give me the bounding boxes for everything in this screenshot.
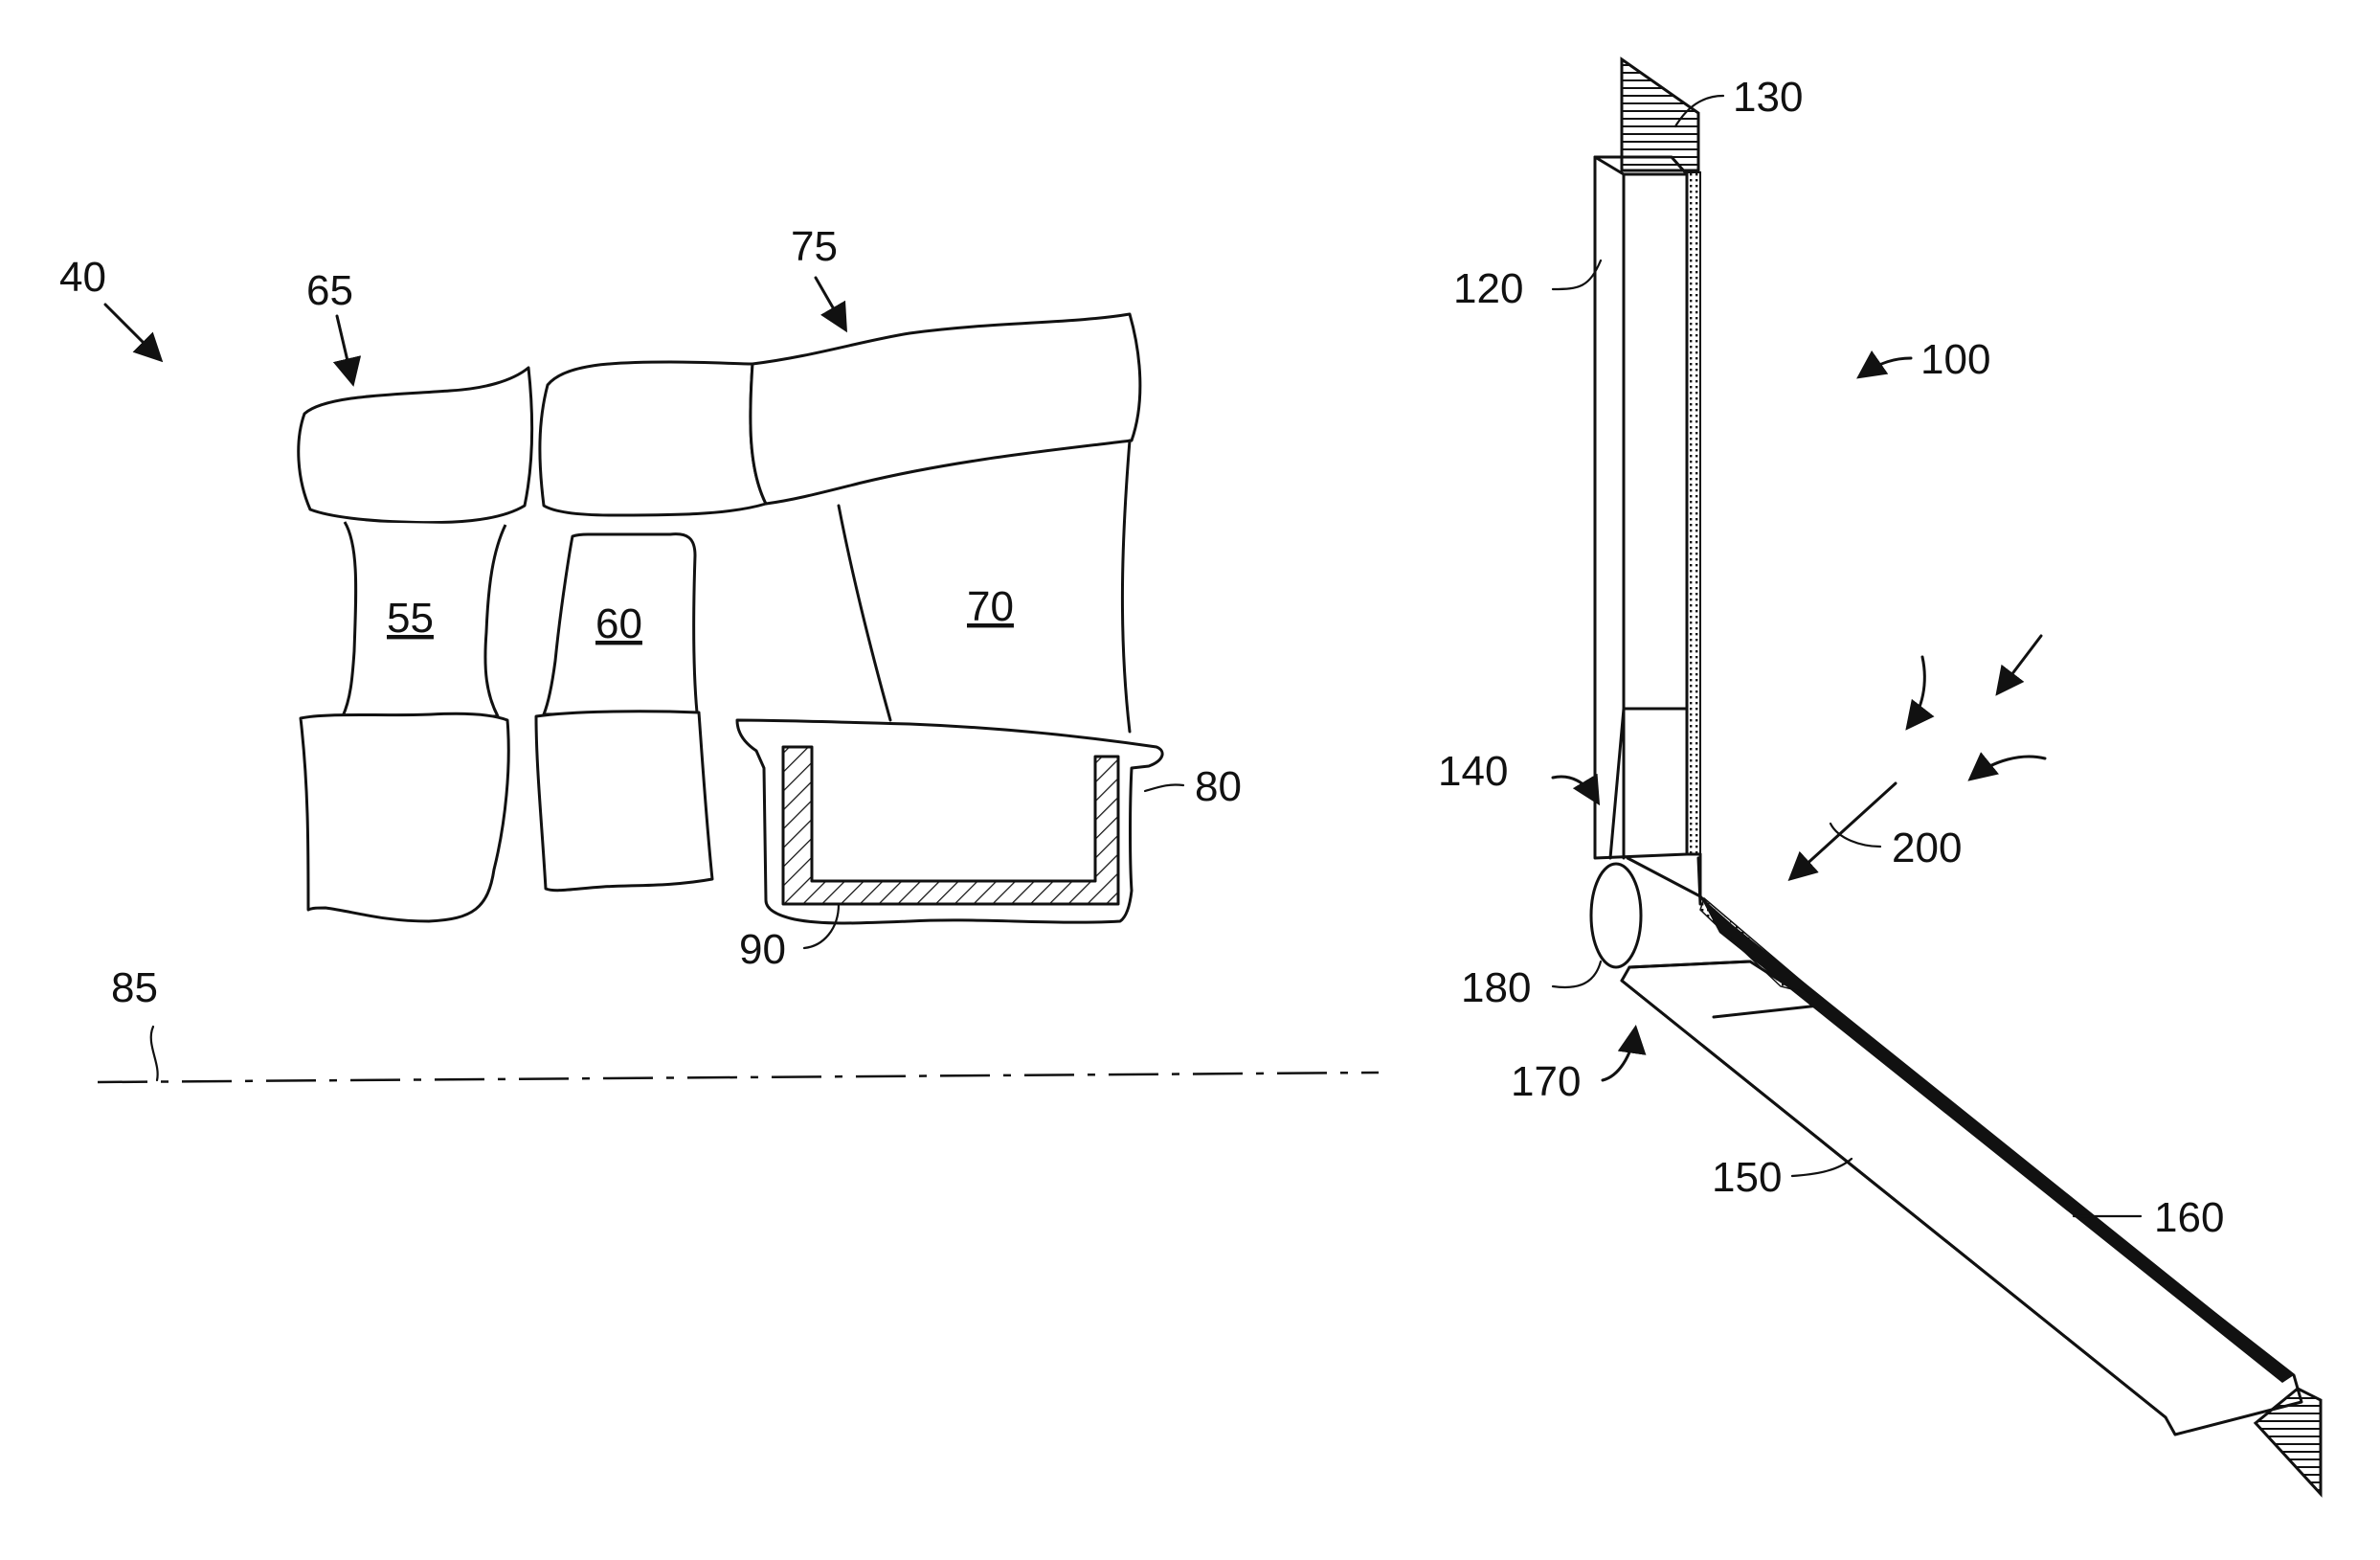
label-55: 55: [387, 595, 434, 642]
member-120: [1595, 157, 1687, 858]
centerline-85: [98, 1073, 1379, 1082]
label-180: 180: [1461, 964, 1531, 1011]
flow-arrow-curve-2: [1972, 757, 2045, 778]
label-65: 65: [306, 267, 353, 314]
leader-150: [1792, 1159, 1852, 1176]
label-130: 130: [1733, 74, 1803, 121]
label-60: 60: [595, 600, 642, 647]
leader-180: [1553, 961, 1601, 987]
label-85: 85: [111, 964, 158, 1011]
arrow-65: [337, 316, 352, 381]
member-150-edge: [1622, 981, 2166, 1417]
label-75: 75: [791, 223, 838, 270]
arrow-140: [1553, 777, 1597, 801]
label-120: 120: [1453, 265, 1523, 312]
arrow-170: [1603, 1030, 1635, 1080]
label-100: 100: [1920, 336, 1990, 383]
arrow-100: [1861, 358, 1911, 375]
airfoil-70: [839, 506, 890, 720]
upper-shroud-75-right: [751, 314, 1140, 504]
label-140: 140: [1438, 748, 1508, 795]
label-90: 90: [739, 926, 786, 973]
flow-arrow-straight: [1999, 636, 2041, 691]
upper-shroud-65: [299, 368, 532, 523]
lower-shroud-60: [536, 712, 712, 891]
arrow-75: [816, 278, 844, 328]
lower-shroud-55: [301, 713, 508, 921]
leader-80: [1145, 784, 1183, 791]
arrow-200: [1792, 783, 1896, 877]
label-40: 40: [59, 254, 106, 301]
leader-85: [151, 1027, 158, 1080]
label-80: 80: [1195, 763, 1242, 810]
seal-180: [1591, 864, 1641, 967]
flow-arrow-curve-1: [1909, 657, 1924, 726]
assembly-40: 40 65 75 55 60 70 80 90 85: [59, 223, 1379, 1082]
label-150: 150: [1712, 1154, 1782, 1201]
arrow-40: [105, 305, 159, 358]
assembly-100: 130 120 100 140 200 180 170 150 160: [1438, 59, 2321, 1494]
label-170: 170: [1511, 1058, 1581, 1105]
upper-shroud-75-left: [540, 362, 766, 515]
label-160: 160: [2154, 1194, 2224, 1241]
wall-160-edge: [1700, 896, 2294, 1383]
label-200: 200: [1892, 825, 1962, 871]
airfoil-70-trailing: [1122, 441, 1130, 732]
wall-130-strip: [1687, 172, 1700, 854]
label-70: 70: [967, 583, 1014, 630]
wall-130-top: [1622, 59, 1698, 170]
